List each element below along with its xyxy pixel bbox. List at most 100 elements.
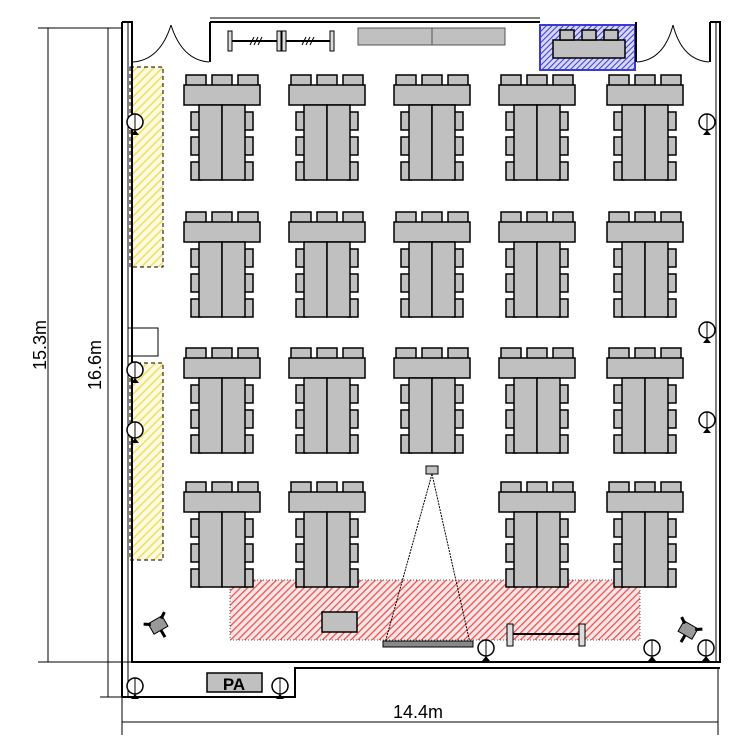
dimension-height-outer: 15.3m <box>30 320 50 370</box>
table-group <box>606 211 684 318</box>
dimension-width: 14.4m <box>393 702 443 722</box>
podium-table <box>321 611 358 633</box>
head-table <box>288 491 366 513</box>
head-table <box>606 357 684 379</box>
table <box>621 241 646 318</box>
table-group <box>288 481 366 588</box>
table <box>221 377 246 454</box>
table <box>198 377 223 454</box>
speaker-icon <box>643 639 661 661</box>
head-table <box>393 84 471 106</box>
table-group <box>288 211 366 318</box>
table <box>221 104 246 181</box>
table <box>303 377 328 454</box>
head-table <box>606 491 684 513</box>
head-table <box>183 491 261 513</box>
barrier-rail <box>227 30 335 52</box>
door-right <box>636 24 710 63</box>
table-group <box>288 347 366 454</box>
speaker-icon <box>698 411 716 433</box>
table <box>408 241 433 318</box>
door-left <box>132 24 210 63</box>
table <box>431 104 456 181</box>
dimension-height-inner: 16.6m <box>85 340 105 390</box>
table <box>513 241 538 318</box>
pa-label: PA <box>223 675 245 694</box>
table-group <box>183 74 261 181</box>
table-group <box>183 347 261 454</box>
head-table <box>498 357 576 379</box>
table <box>513 511 538 588</box>
table-group <box>606 481 684 588</box>
table-group <box>288 74 366 181</box>
pa-box <box>206 672 263 693</box>
table <box>326 377 351 454</box>
table-groups <box>183 74 684 588</box>
table-group <box>606 347 684 454</box>
head-table <box>393 357 471 379</box>
room-walls <box>121 17 721 698</box>
speaker-icon <box>698 321 716 343</box>
table <box>303 511 328 588</box>
head-table <box>183 84 261 106</box>
table <box>536 104 561 181</box>
yellow-zone-upper <box>129 66 164 268</box>
projector <box>425 465 439 475</box>
dimension-lines <box>38 27 719 735</box>
table <box>326 511 351 588</box>
speaker-icon <box>126 421 144 443</box>
table <box>644 511 669 588</box>
table <box>408 104 433 181</box>
camera-left <box>143 611 169 638</box>
table <box>198 104 223 181</box>
head-table <box>183 357 261 379</box>
table <box>644 104 669 181</box>
head-table <box>183 221 261 243</box>
table-group <box>606 74 684 181</box>
table <box>513 104 538 181</box>
table <box>221 511 246 588</box>
table-group <box>498 211 576 318</box>
table <box>303 104 328 181</box>
table <box>621 511 646 588</box>
table <box>326 104 351 181</box>
projection-screen <box>382 640 474 648</box>
table <box>621 104 646 181</box>
table-group <box>183 481 261 588</box>
stage-zone <box>229 579 641 641</box>
speaker-icon <box>697 639 715 661</box>
table <box>644 241 669 318</box>
speakers <box>126 113 716 699</box>
table <box>198 241 223 318</box>
head-table <box>288 84 366 106</box>
head-table <box>498 491 576 513</box>
table-group <box>393 347 471 454</box>
speaker-icon <box>271 677 289 699</box>
table <box>536 377 561 454</box>
head-table <box>606 221 684 243</box>
table <box>431 377 456 454</box>
blue-zone-chairs <box>552 29 626 59</box>
yellow-zone-lower <box>129 362 164 561</box>
table <box>431 241 456 318</box>
table <box>198 511 223 588</box>
speaker-icon <box>126 113 144 135</box>
table <box>303 241 328 318</box>
speaker-icon <box>698 113 716 135</box>
head-table <box>288 221 366 243</box>
table-group <box>498 481 576 588</box>
speaker-icon <box>126 361 144 383</box>
head-table <box>606 84 684 106</box>
table <box>221 241 246 318</box>
camera-right <box>677 616 703 643</box>
table-group <box>498 74 576 181</box>
table-group <box>498 347 576 454</box>
stage-rail <box>506 623 586 647</box>
speaker-icon <box>477 639 495 661</box>
table <box>536 241 561 318</box>
table <box>644 377 669 454</box>
projection-beam <box>384 473 471 644</box>
table <box>513 377 538 454</box>
table-group <box>183 211 261 318</box>
